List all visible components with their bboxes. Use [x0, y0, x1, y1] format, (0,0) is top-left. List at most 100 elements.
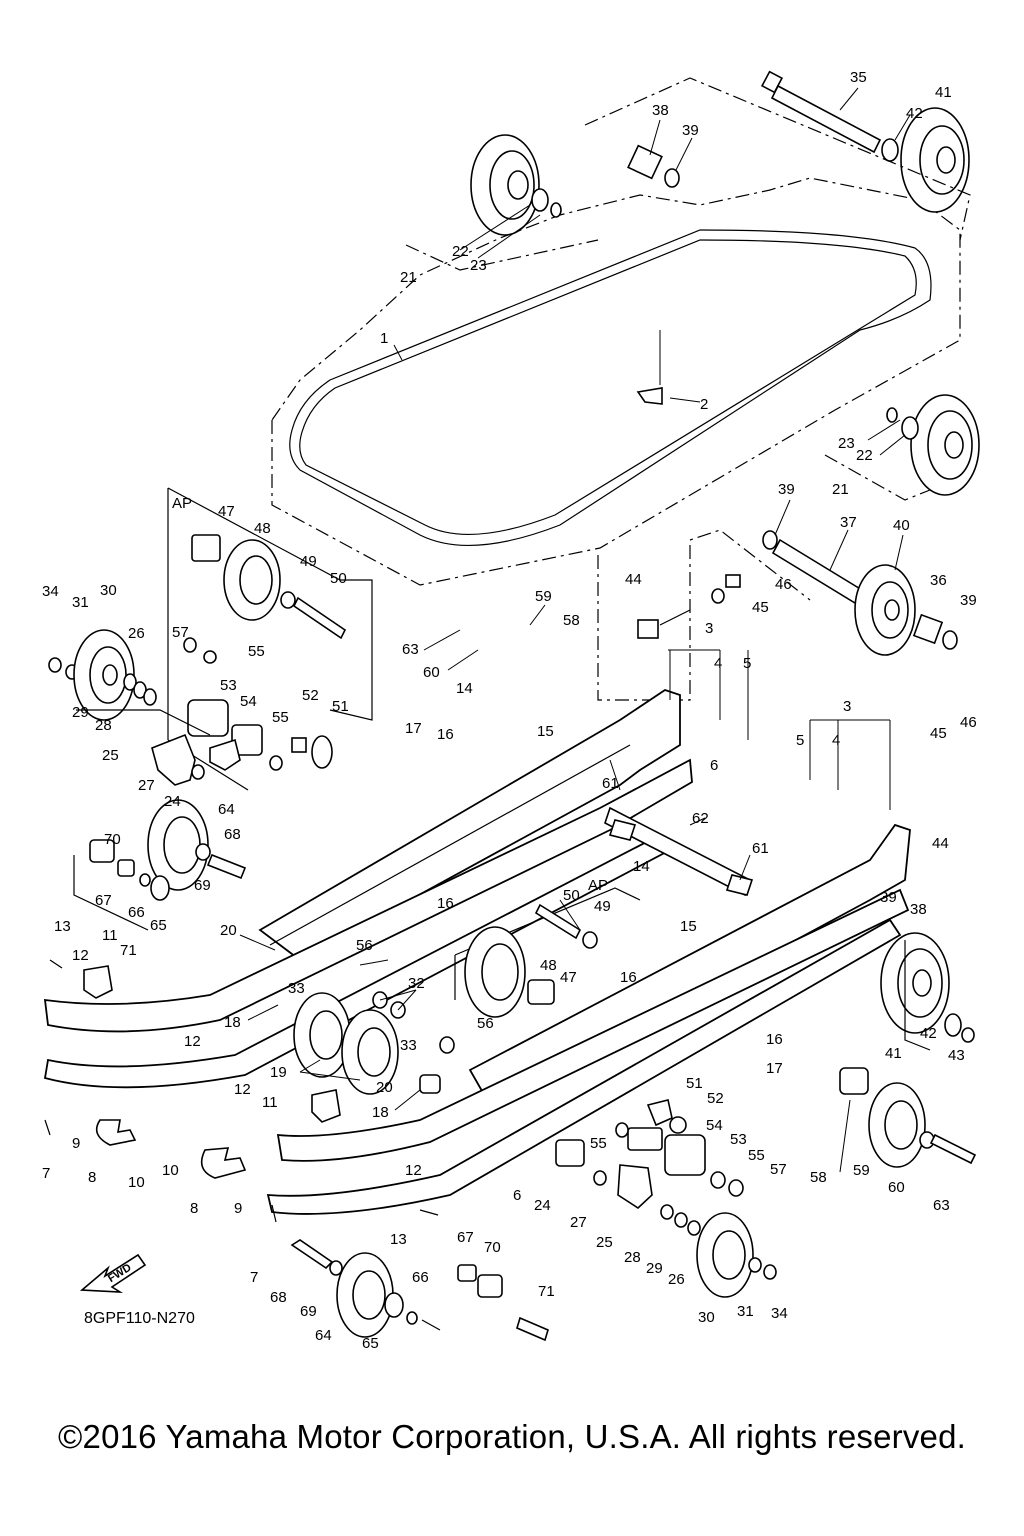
rear-idler-wheel-right	[824, 394, 980, 501]
track-belt	[271, 177, 961, 586]
callout-51: 51	[332, 698, 349, 715]
callout-70-lower: 70	[484, 1239, 501, 1256]
callout-58: 58	[563, 612, 580, 629]
callout-12-d: 12	[405, 1162, 422, 1179]
callout-5: 5	[743, 655, 751, 672]
callout-37: 37	[840, 514, 857, 531]
callout-30-lower: 30	[698, 1309, 715, 1326]
callout-9-b: 9	[234, 1200, 242, 1217]
callout-27-lower: 27	[570, 1214, 587, 1231]
callout-44-right: 44	[932, 835, 949, 852]
callout-6: 6	[710, 757, 718, 774]
callout-9: 9	[72, 1135, 80, 1152]
callout-17-right: 17	[766, 1060, 783, 1077]
callout-41-lower: 41	[885, 1045, 902, 1062]
callout-66-lower: 66	[412, 1269, 429, 1286]
slide-rail-lower	[266, 823, 911, 1215]
callout-38-lower: 38	[910, 901, 927, 918]
callout-42: 42	[906, 105, 923, 122]
left-bracket-group	[73, 733, 247, 931]
callout-39-lower: 39	[880, 889, 897, 906]
callout-59: 59	[535, 588, 552, 605]
callout-55-b: 55	[272, 709, 289, 726]
callout-44: 44	[625, 571, 642, 588]
callout-7: 7	[42, 1165, 50, 1182]
front-direction-arrow: FWD	[79, 1253, 147, 1293]
callout-54-lower: 54	[706, 1117, 723, 1134]
callout-52: 52	[302, 687, 319, 704]
callout-30: 30	[100, 582, 117, 599]
callout-13: 13	[54, 918, 71, 935]
callout-28: 28	[95, 717, 112, 734]
center-shaft-assembly	[597, 529, 958, 701]
callout-22-right: 22	[856, 447, 873, 464]
callout-33-b: 33	[400, 1037, 417, 1054]
callout-71: 71	[120, 942, 137, 959]
callout-48-lower: 48	[540, 957, 557, 974]
callout-15-lower: 15	[680, 918, 697, 935]
callout-26-lower: 26	[668, 1271, 685, 1288]
callout-1: 1	[380, 330, 388, 347]
callout-23-right: 23	[838, 435, 855, 452]
callout-43: 43	[948, 1047, 965, 1064]
callout-33: 33	[288, 980, 305, 997]
callout-14-lower: 14	[633, 858, 650, 875]
ap-box-lower	[454, 887, 641, 1018]
callout-46: 46	[775, 576, 792, 593]
callout-31: 31	[72, 594, 89, 611]
callout-55-c: 55	[748, 1147, 765, 1164]
callout-46-right: 46	[960, 714, 977, 731]
callout-12-b: 12	[184, 1033, 201, 1050]
callout-29: 29	[72, 704, 89, 721]
middle-wheel-pair	[293, 991, 455, 1095]
callout-55-lower: 55	[590, 1135, 607, 1152]
callout-21-right: 21	[832, 481, 849, 498]
callout-45-right: 45	[930, 725, 947, 742]
callout-49-lower: 49	[594, 898, 611, 915]
callout-61: 61	[602, 775, 619, 792]
callout-63-lower: 63	[933, 1197, 950, 1214]
callout-45: 45	[752, 599, 769, 616]
bottom-left-parts	[290, 1239, 549, 1342]
callout-50: 50	[330, 570, 347, 587]
callout-20-b: 20	[376, 1079, 393, 1096]
callout-34: 34	[42, 583, 59, 600]
front-slider-hardware	[44, 959, 439, 1223]
diagram-reference-code: 8GPF110-N270	[84, 1310, 195, 1327]
callout-60: 60	[423, 664, 440, 681]
callout-4: 4	[714, 655, 722, 672]
callout-21: 21	[400, 269, 417, 286]
callout-57: 57	[172, 624, 189, 641]
callout-56-lower: 56	[477, 1015, 494, 1032]
callout-53: 53	[220, 677, 237, 694]
callout-6-lower: 6	[513, 1187, 521, 1204]
callout-47-lower: 47	[560, 969, 577, 986]
ap-box-upper	[167, 487, 373, 791]
callout-29-lower: 29	[646, 1260, 663, 1277]
callout-62: 62	[692, 810, 709, 827]
callout-66: 66	[128, 904, 145, 921]
callout-61-b: 61	[752, 840, 769, 857]
callout-numbers: 35 41 42 38 39 22 23 21 1 2 23 22 21 39 …	[42, 69, 977, 1352]
callout-13-b: 13	[390, 1231, 407, 1248]
callout-18: 18	[224, 1014, 241, 1031]
callout-15: 15	[537, 723, 554, 740]
callout-19: 19	[270, 1064, 287, 1081]
callout-59-lower: 59	[853, 1162, 870, 1179]
callout-22: 22	[452, 243, 469, 260]
callout-68: 68	[224, 826, 241, 843]
callout-53-lower: 53	[730, 1131, 747, 1148]
callout-36: 36	[930, 572, 947, 589]
callout-16-lower: 16	[620, 969, 637, 986]
callout-26: 26	[128, 625, 145, 642]
right-lower-wheel-group	[839, 1067, 977, 1168]
callout-55: 55	[248, 643, 265, 660]
callout-64-lower: 64	[315, 1327, 332, 1344]
callout-49: 49	[300, 553, 317, 570]
ap-label-lower: AP	[588, 877, 608, 894]
callout-leaders	[239, 87, 911, 1173]
callout-23: 23	[470, 257, 487, 274]
callout-12: 12	[72, 947, 89, 964]
callout-38: 38	[652, 102, 669, 119]
callout-12-c: 12	[234, 1081, 251, 1098]
